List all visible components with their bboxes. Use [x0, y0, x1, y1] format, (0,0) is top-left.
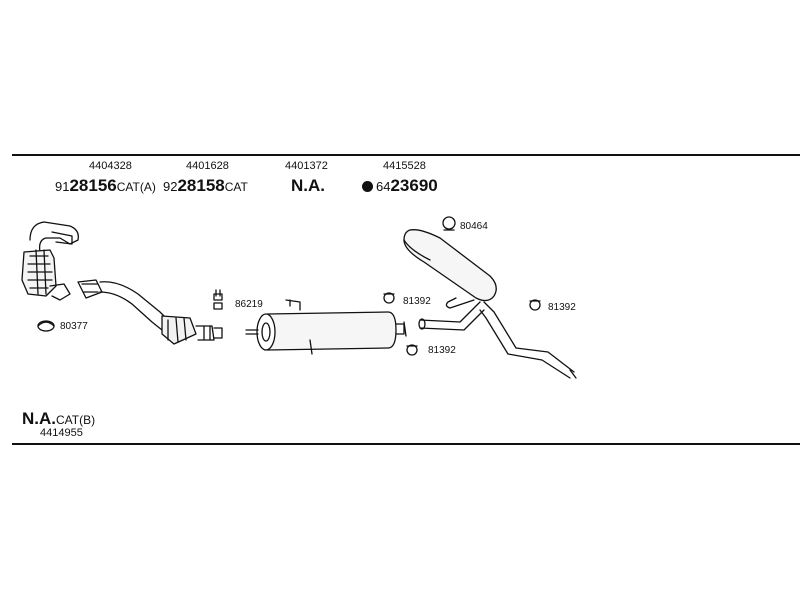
clamp-icon: [213, 289, 223, 310]
gasket-ring-icon: [37, 320, 55, 332]
part-code-4: 6423690: [362, 176, 438, 196]
part-suffix-2: CAT: [224, 180, 248, 194]
rubber-mount-icon-2: [529, 299, 541, 311]
top-divider: [12, 154, 800, 156]
part-code-1: 9128156CAT(A): [55, 176, 156, 196]
rubber-mount-icon: [383, 292, 395, 304]
part-suffix-1: CAT(A): [116, 180, 156, 194]
part-main-code-1: 28156: [69, 176, 117, 195]
rubber-mount-icon-3: [406, 344, 418, 356]
part-code-3: N.A.: [291, 176, 325, 195]
bottom-suffix: CAT(B): [56, 413, 96, 427]
filled-dot-icon: [362, 181, 373, 192]
fitting-label-80377: 80377: [60, 321, 88, 332]
rear-muffler: [403, 229, 577, 379]
fitting-label-81392-c: 81392: [428, 345, 456, 356]
center-muffler: [245, 299, 407, 355]
bottom-code: N.A.: [22, 409, 56, 428]
fitting-label-81392-a: 81392: [403, 296, 431, 307]
bottom-part-code: N.A.CAT(B): [22, 409, 95, 429]
front-pipe-cat: [77, 279, 223, 345]
part-number-4: 4415528: [383, 160, 426, 172]
fitting-label-86219: 86219: [235, 299, 263, 310]
part-number-2: 4401628: [186, 160, 229, 172]
part-prefix-4: 64: [376, 179, 391, 194]
part-prefix-1: 91: [55, 179, 70, 194]
fitting-label-80464: 80464: [460, 221, 488, 232]
part-main-code-2: 28158: [177, 176, 225, 195]
part-number-3: 4401372: [285, 160, 328, 172]
bottom-divider: [12, 443, 800, 445]
bottom-part-number: 4414955: [40, 427, 83, 439]
exhaust-manifold-cat: [21, 221, 79, 301]
part-number-1: 4404328: [89, 160, 132, 172]
part-code-2: 9228158CAT: [163, 176, 248, 196]
fitting-label-81392-b: 81392: [548, 302, 576, 313]
part-prefix-2: 92: [163, 179, 178, 194]
rubber-hanger-icon: [442, 216, 456, 231]
part-main-code-4: 23690: [390, 176, 438, 195]
